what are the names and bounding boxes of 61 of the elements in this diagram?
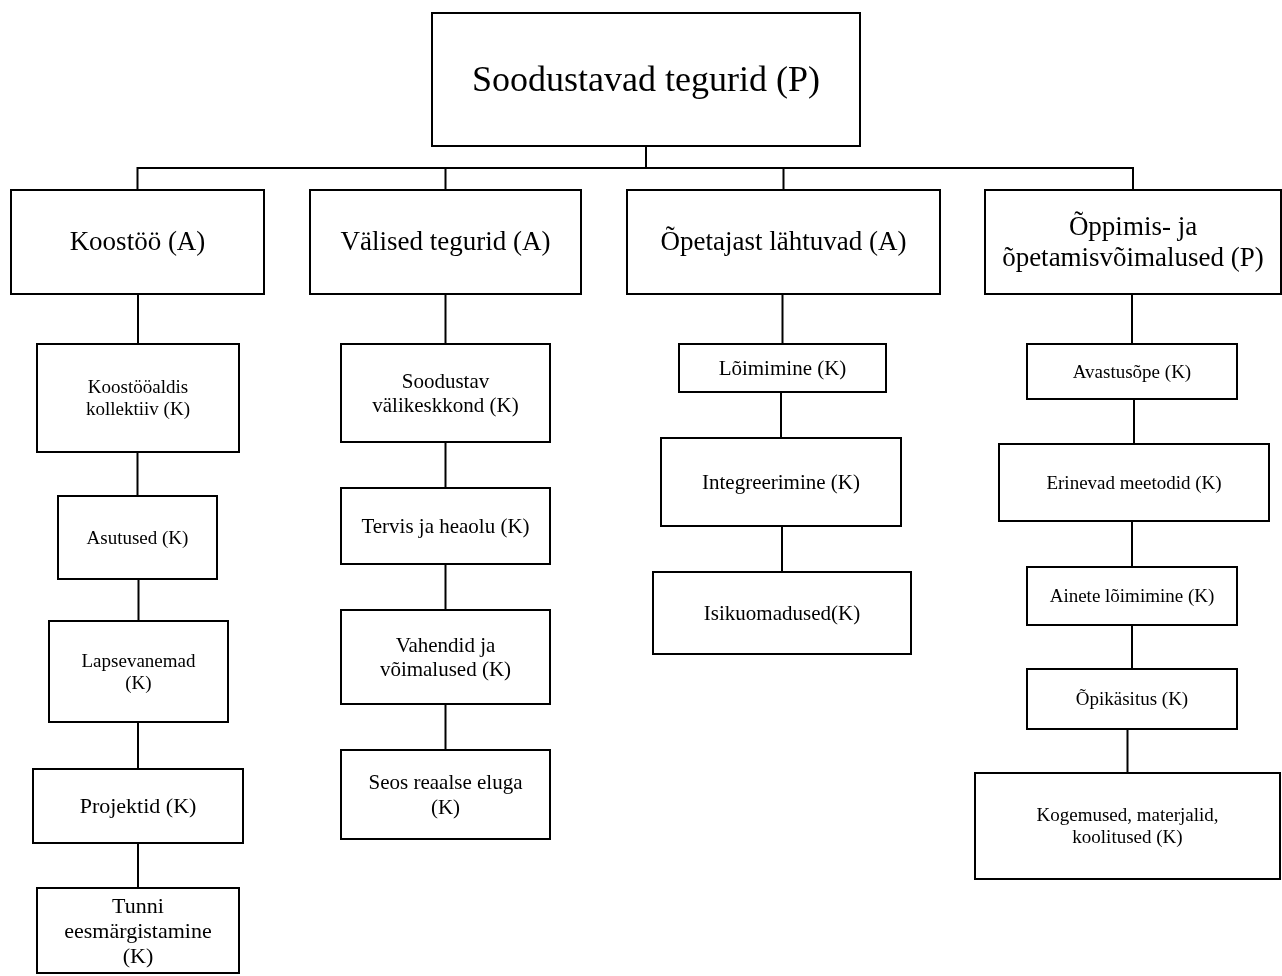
box-label: Soodustavad tegurid (P) <box>472 58 820 101</box>
text-box <box>36 343 240 453</box>
box-label: Vahendid ja võimalused (K) <box>378 632 513 682</box>
box-label: Erinevad meetodid (K) <box>1046 471 1222 494</box>
connector-line <box>444 704 447 750</box>
text-box <box>1026 668 1238 730</box>
connector-line <box>1126 729 1129 773</box>
text-box <box>984 189 1282 295</box>
connector-line <box>444 442 447 488</box>
text-box <box>36 887 240 974</box>
connector-line <box>444 294 447 344</box>
connector-line <box>1131 294 1133 344</box>
box-label: Asutused (K) <box>86 526 189 549</box>
text-box <box>57 495 218 580</box>
box-label: Lõimimine (K) <box>718 355 847 381</box>
connector-line <box>444 564 447 610</box>
box-label: Avastusõpe (K) <box>1072 360 1192 383</box>
text-box <box>340 343 551 443</box>
connector-line <box>137 294 139 344</box>
connector-line <box>780 392 782 438</box>
box-label: Kogemused, materjalid, koolitused (K) <box>1035 804 1220 848</box>
box-label: Seos reaalse eluga (K) <box>367 770 524 819</box>
box-label: Õpetajast lähtuvad (A) <box>660 226 907 258</box>
connector-line <box>137 843 139 888</box>
box-label: Tervis ja heaolu (K) <box>361 513 530 539</box>
connector-line <box>137 722 139 769</box>
box-label: Projektid (K) <box>79 793 197 819</box>
text-box <box>10 189 265 295</box>
box-label: Koostöö (A) <box>69 226 206 258</box>
box-label: Ainete lõimimine (K) <box>1049 585 1215 607</box>
text-box <box>340 487 551 565</box>
connector-line <box>1131 625 1133 669</box>
box-label: Välised tegurid (A) <box>340 226 551 258</box>
connector-line <box>1131 521 1133 567</box>
box-label: Lapsevanemad (K) <box>80 649 197 694</box>
connector-line <box>781 294 784 344</box>
box-label: Õppimis- ja õpetamisvõimalused (P) <box>1001 210 1265 274</box>
text-box <box>626 189 941 295</box>
text-box <box>48 620 229 723</box>
text-box <box>1026 343 1238 400</box>
box-label: Koostööaldis kollektiiv (K) <box>85 376 191 420</box>
text-box <box>1026 566 1238 626</box>
box-label: Isikuomadused(K) <box>703 600 861 626</box>
text-box <box>998 443 1270 522</box>
connector-line <box>781 526 783 572</box>
text-box <box>660 437 902 527</box>
text-box <box>652 571 912 655</box>
text-box <box>340 749 551 840</box>
text-box <box>309 189 582 295</box>
text-box <box>974 772 1281 880</box>
box-label: Integreerimine (K) <box>702 469 860 495</box>
box-label: Soodustav välikeskkond (K) <box>371 368 520 418</box>
connector-line <box>137 579 140 621</box>
box-label: Õpikäsitus (K) <box>1075 688 1189 710</box>
box-label: Tunni eesmärgistamine (K) <box>63 892 213 969</box>
text-box <box>340 609 551 705</box>
connector-line <box>136 452 139 496</box>
text-box <box>678 343 887 393</box>
text-box <box>431 12 861 147</box>
connector-line <box>1133 399 1135 444</box>
text-box <box>32 768 244 844</box>
